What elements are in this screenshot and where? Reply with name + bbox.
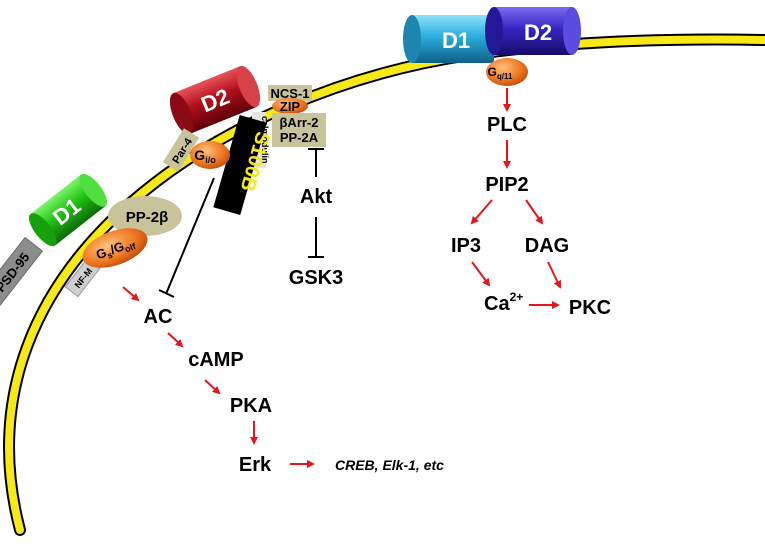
inhibit-gio-to-ac <box>165 177 215 295</box>
psd95-label: PSD-95 <box>0 250 32 295</box>
ncs1-label: NCS-1 <box>270 86 309 101</box>
ac-node: AC <box>144 306 173 328</box>
arrow-dag-to-pkc <box>547 261 562 289</box>
arrow-ip3-to-ca <box>471 261 491 287</box>
dag-node: DAG <box>525 235 569 257</box>
arrow-pip2-to-ip3 <box>470 199 493 225</box>
gq11-label: Gq/11 <box>488 65 513 81</box>
pp2b-tag: PP-2β <box>108 196 182 236</box>
akt-node: Akt <box>300 186 333 208</box>
d2-receptor-right: D2 <box>485 7 581 55</box>
psd95-tag: PSD-95 <box>0 236 44 307</box>
ca-node: Ca2+ <box>484 290 523 315</box>
inhibit-gio-to-ac-bar <box>158 289 175 298</box>
gio-label: Gi/o <box>194 147 216 165</box>
arrow-gs-to-ac <box>122 286 140 302</box>
d1-receptor-right: D1 <box>403 15 494 63</box>
pka-node: PKA <box>230 395 272 417</box>
pip2-node: PIP2 <box>485 174 528 196</box>
inhibition-lines <box>158 148 324 298</box>
arrow-camp-to-pka <box>204 379 221 395</box>
calmodulin-label: calmodulin <box>260 116 270 164</box>
arrow-pip2-to-dag <box>525 199 544 225</box>
zip-tag: ZIP <box>272 98 308 114</box>
pp2b-label: PP-2β <box>126 209 169 226</box>
erk-node: Erk <box>239 454 272 476</box>
d2-right-label: D2 <box>524 20 552 45</box>
gs-golf-label: Gs/Golf <box>94 234 138 264</box>
cell-membrane <box>3 33 765 536</box>
pp2a-label: PP-2A <box>280 130 319 145</box>
arrow-ac-to-camp <box>167 332 184 348</box>
d1-receptor-left: D1 <box>28 173 108 247</box>
barr2-pp2a-tag: βArr-2 PP-2A <box>272 113 326 147</box>
gsk3-node: GSK3 <box>289 267 343 289</box>
pkc-node: PKC <box>569 297 611 319</box>
gs-golf-protein: Gs/Golf <box>82 228 148 268</box>
ip3-node: IP3 <box>451 235 481 257</box>
gq11-protein: Gq/11 <box>486 58 528 86</box>
camp-node: cAMP <box>188 349 244 371</box>
erk-targets-text: CREB, Elk-1, etc <box>335 457 444 473</box>
plc-node: PLC <box>487 114 527 136</box>
d2-receptor-middle: D2 <box>169 65 261 135</box>
gio-protein: Gi/o <box>190 141 230 169</box>
ncs1-tag: NCS-1 <box>268 85 312 101</box>
d1-right-label: D1 <box>442 28 470 53</box>
zip-label: ZIP <box>280 99 301 114</box>
barr2-label: βArr-2 <box>280 115 319 130</box>
activation-arrows <box>122 88 562 468</box>
